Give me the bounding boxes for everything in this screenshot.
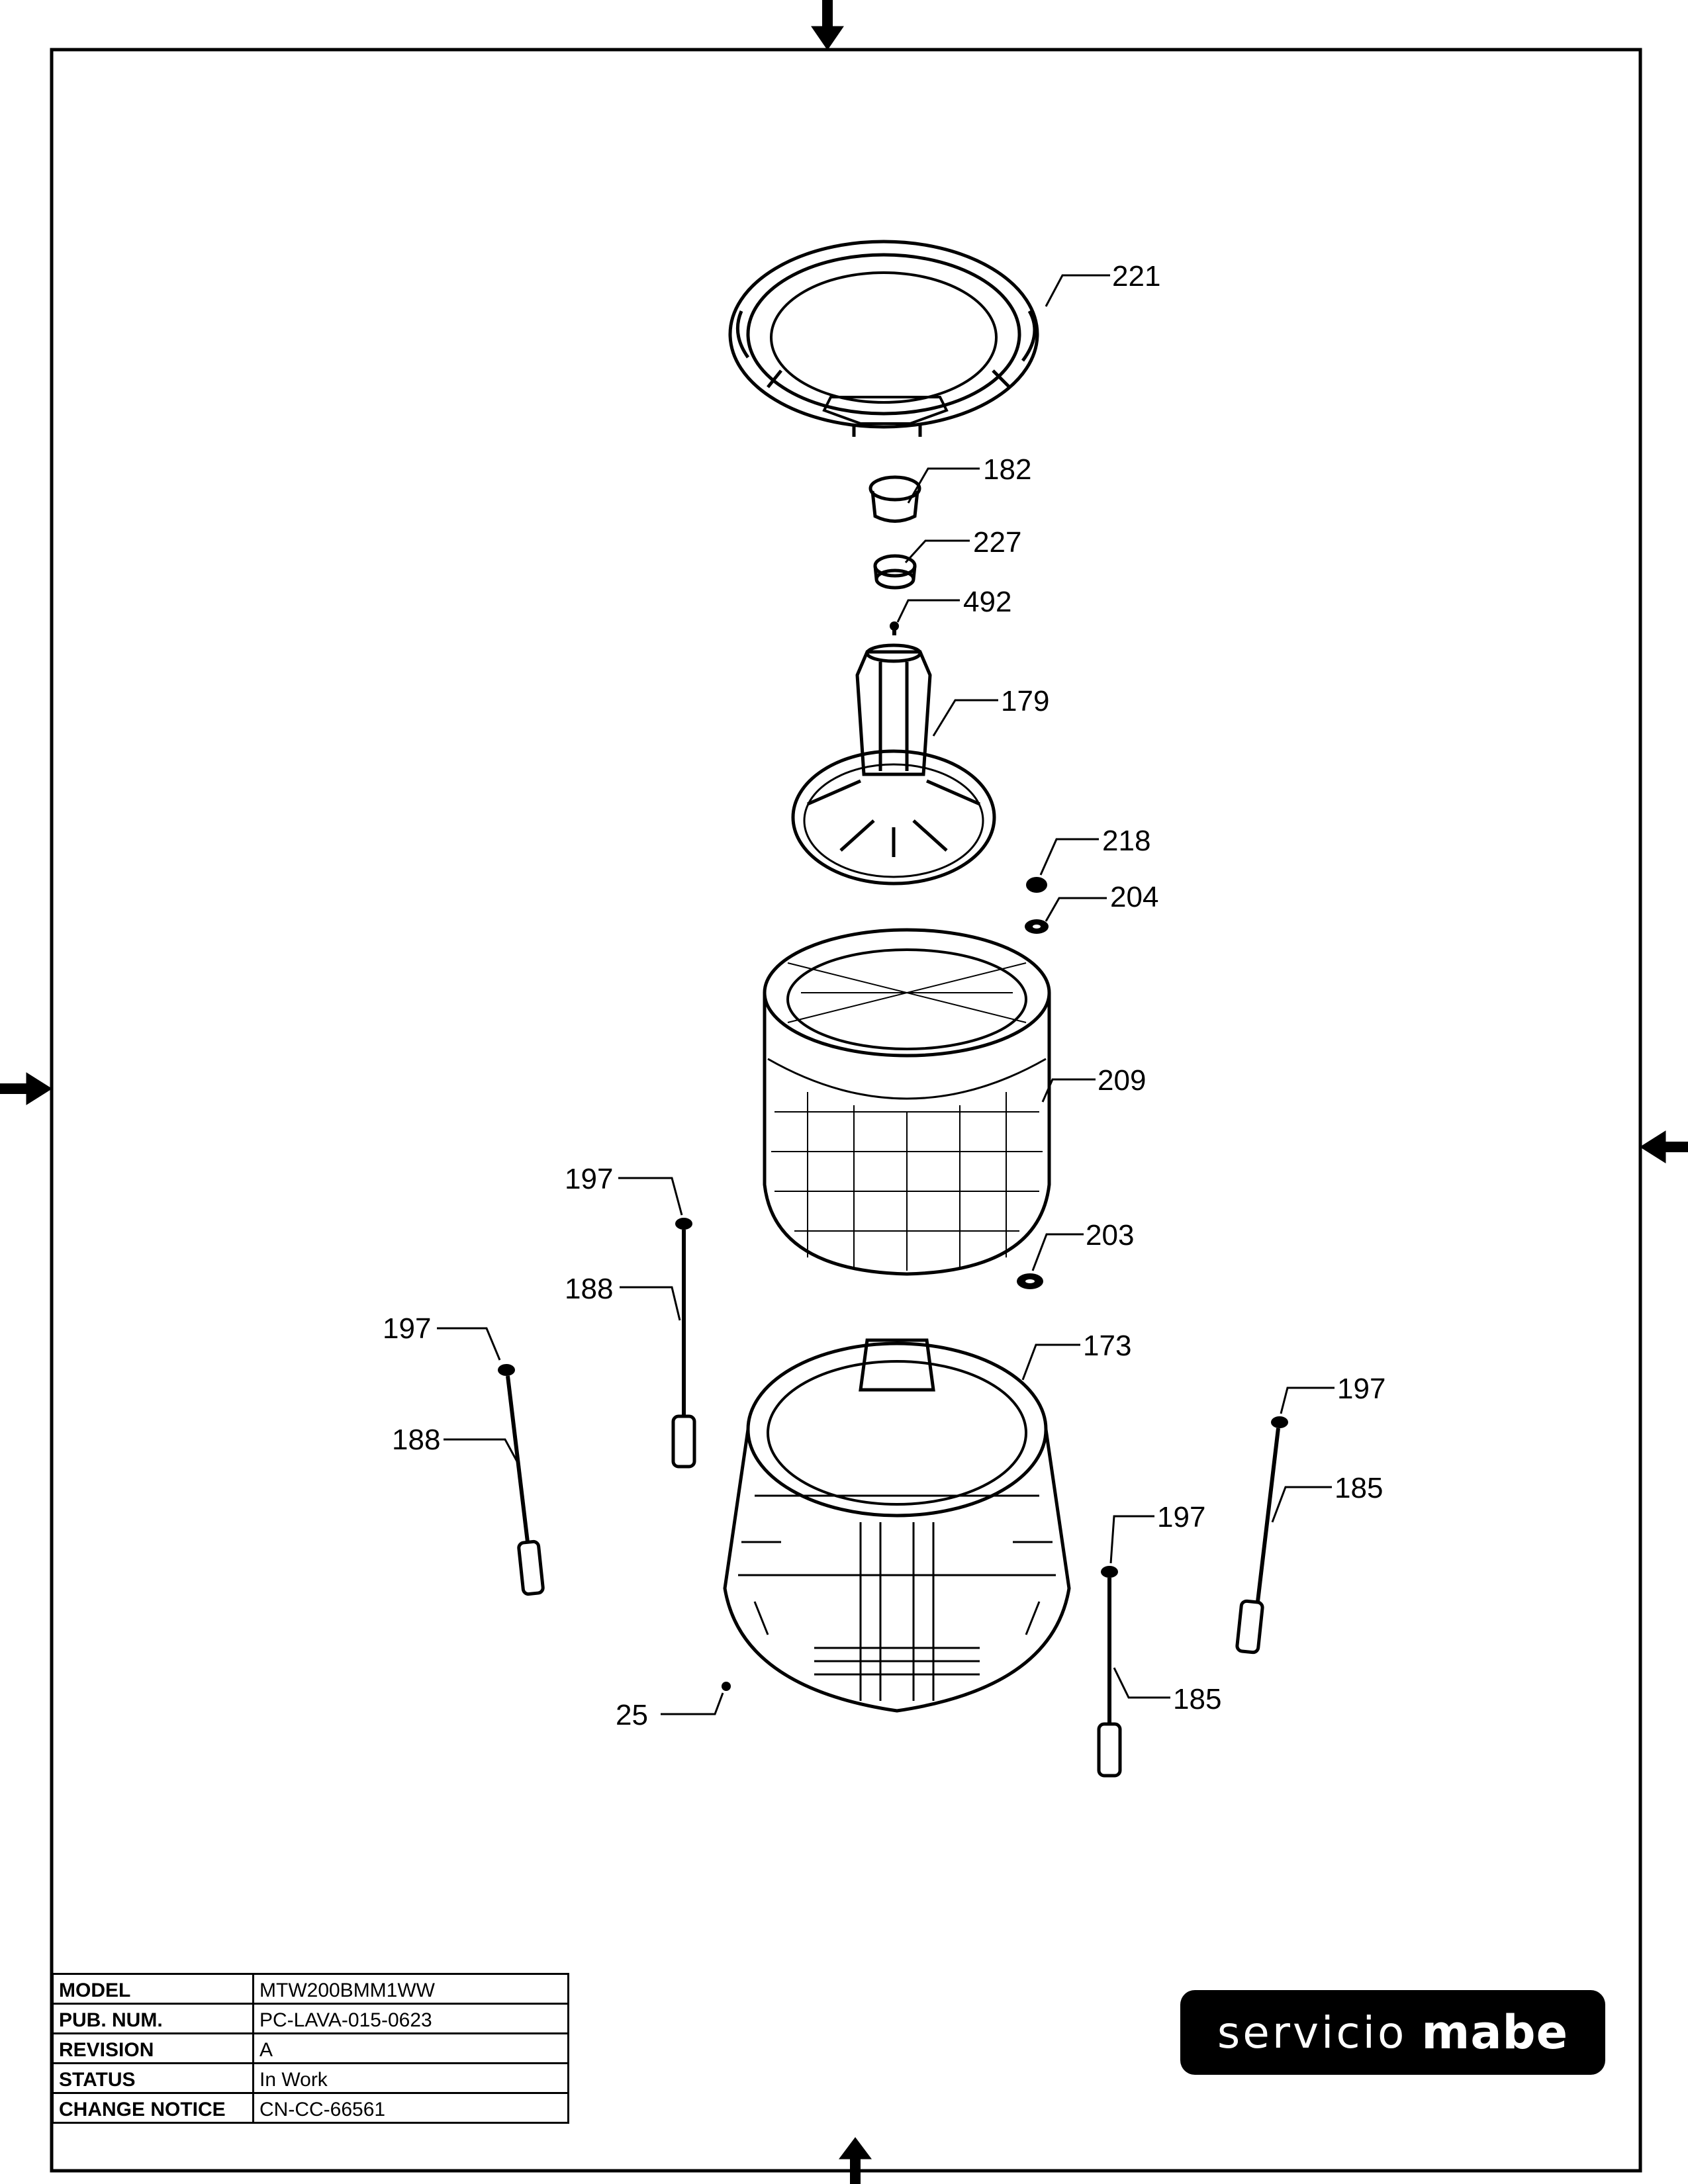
callout-197-center: 197 xyxy=(1157,1501,1205,1533)
callout-185-right: 185 xyxy=(1335,1472,1383,1504)
part-173-outer-tub xyxy=(723,1338,1071,1713)
callout-218: 218 xyxy=(1102,825,1150,857)
callout-492: 492 xyxy=(963,586,1011,618)
part-218-nut xyxy=(1026,877,1047,893)
title-block-row: STATUS In Work xyxy=(52,2062,569,2094)
title-block-value: MTW200BMM1WW xyxy=(252,1973,569,2005)
part-203-washer xyxy=(1017,1273,1043,1289)
part-492-screw xyxy=(890,621,899,635)
part-185-suspension-rod-b xyxy=(1097,1566,1122,1778)
title-block-label: MODEL xyxy=(52,1973,254,2005)
part-179-impeller xyxy=(791,643,996,886)
callout-197-left: 197 xyxy=(383,1312,431,1345)
title-block-value: CN-CC-66561 xyxy=(252,2092,569,2124)
callout-204: 204 xyxy=(1110,881,1158,913)
title-block-row: MODEL MTW200BMM1WW xyxy=(52,1973,569,2005)
title-block-label: PUB. NUM. xyxy=(52,2003,254,2034)
part-221-top-cover-ring xyxy=(728,240,1039,437)
part-227-seal xyxy=(873,554,917,590)
callout-182: 182 xyxy=(983,453,1031,486)
callout-25: 25 xyxy=(616,1699,648,1731)
callout-185-center: 185 xyxy=(1173,1683,1221,1715)
title-block-value: A xyxy=(252,2032,569,2064)
callout-179: 179 xyxy=(1001,685,1049,717)
callout-227: 227 xyxy=(973,526,1021,559)
title-block-label: STATUS xyxy=(52,2062,254,2094)
part-188-suspension-rod-a xyxy=(671,1218,696,1469)
callout-221: 221 xyxy=(1112,260,1160,293)
title-block-row: CHANGE NOTICE CN-CC-66561 xyxy=(52,2092,569,2124)
part-25-screw xyxy=(722,1682,731,1691)
title-block-label: REVISION xyxy=(52,2032,254,2064)
part-204-washer xyxy=(1025,919,1049,934)
brand-word-servicio: servicio xyxy=(1217,2007,1407,2058)
title-block: MODEL MTW200BMM1WW PUB. NUM. PC-LAVA-015… xyxy=(52,1973,569,2124)
callout-173: 173 xyxy=(1083,1330,1131,1362)
part-185-suspension-rod-a xyxy=(1235,1416,1288,1655)
brand-logo: servicio mabe xyxy=(1180,1990,1605,2075)
callout-188-left: 188 xyxy=(392,1424,440,1456)
callout-197-top: 197 xyxy=(565,1163,613,1195)
callout-leaders xyxy=(437,274,1335,1715)
title-block-value: In Work xyxy=(252,2062,569,2094)
title-block-label: CHANGE NOTICE xyxy=(52,2092,254,2124)
title-block-row: REVISION A xyxy=(52,2032,569,2064)
drawing-border xyxy=(50,48,1642,2173)
part-188-suspension-rod-b xyxy=(498,1364,545,1596)
brand-word-mabe: mabe xyxy=(1421,2005,1569,2060)
callout-labels: 221 182 227 492 179 218 204 209 197 188 … xyxy=(383,260,1385,1731)
title-block-row: PUB. NUM. PC-LAVA-015-0623 xyxy=(52,2003,569,2034)
callout-188-center: 188 xyxy=(565,1273,613,1305)
callout-197-right: 197 xyxy=(1337,1373,1385,1405)
part-182-bushing xyxy=(868,475,921,523)
callout-203: 203 xyxy=(1086,1219,1134,1251)
callout-209: 209 xyxy=(1098,1064,1146,1097)
part-209-wash-basket xyxy=(763,928,1051,1276)
title-block-value: PC-LAVA-015-0623 xyxy=(252,2003,569,2034)
